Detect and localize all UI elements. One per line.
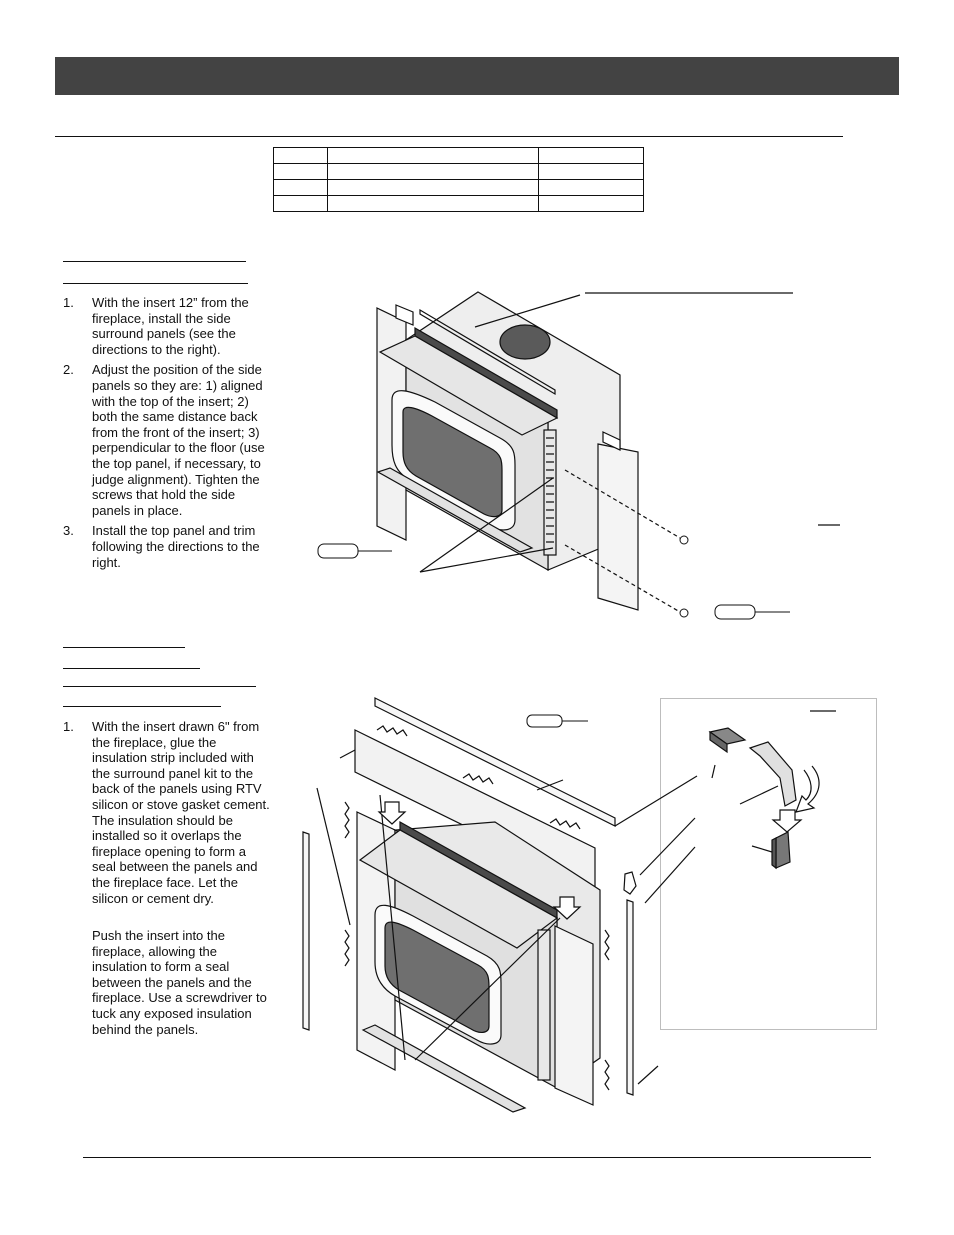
step-text: Adjust the position of the side panels s… — [92, 362, 265, 518]
arrow-icon — [377, 801, 582, 920]
footer-rule — [83, 1157, 871, 1158]
step-number: 2. — [63, 362, 74, 378]
heading-underline — [63, 686, 256, 687]
table-row — [273, 163, 644, 180]
section-rule — [55, 136, 843, 137]
step-number: 1. — [63, 295, 74, 310]
step-number: 1. — [63, 719, 74, 734]
screwdriver-icon — [317, 543, 790, 620]
trim-clip-detail-inset — [660, 698, 877, 1030]
heading-underline — [63, 706, 221, 707]
table-row — [273, 179, 644, 196]
heading-underline — [63, 283, 248, 284]
heading-underline — [63, 647, 185, 648]
step-text: With the insert 12” from the fireplace, … — [92, 295, 249, 357]
section2-steps: 1. With the insert drawn 6" from the fire… — [63, 719, 270, 911]
continuation-text: Push the insert into the fireplace, allo… — [92, 928, 267, 1037]
table-row — [273, 147, 644, 164]
trim-clip-detail-diagram — [614, 710, 836, 1085]
top-panel-installation-diagram — [302, 697, 634, 1113]
heading-underline — [63, 261, 246, 262]
step-text: With the insert drawn 6" from the firepl… — [92, 719, 270, 906]
insulation-zigzag-icon — [344, 725, 610, 1091]
screw-icon — [679, 535, 689, 618]
list-item: 2. Adjust the position of the side panels… — [63, 362, 270, 518]
list-item: 3. Install the top panel and trim followi… — [63, 523, 270, 570]
step-text: Install the top panel and trim following… — [92, 523, 260, 570]
heading-underline — [63, 668, 200, 669]
header-bar — [55, 57, 899, 95]
section1-steps: 1. With the insert 12” from the fireplace… — [63, 295, 270, 575]
table-row — [273, 195, 644, 212]
screwdriver-icon — [526, 714, 588, 728]
parts-table — [273, 147, 644, 212]
list-item: 1. With the insert 12” from the fireplace… — [63, 295, 270, 357]
side-panel-installation-diagram — [317, 291, 840, 620]
list-item: 1. With the insert drawn 6" from the fire… — [63, 719, 270, 906]
step-number: 3. — [63, 523, 74, 539]
